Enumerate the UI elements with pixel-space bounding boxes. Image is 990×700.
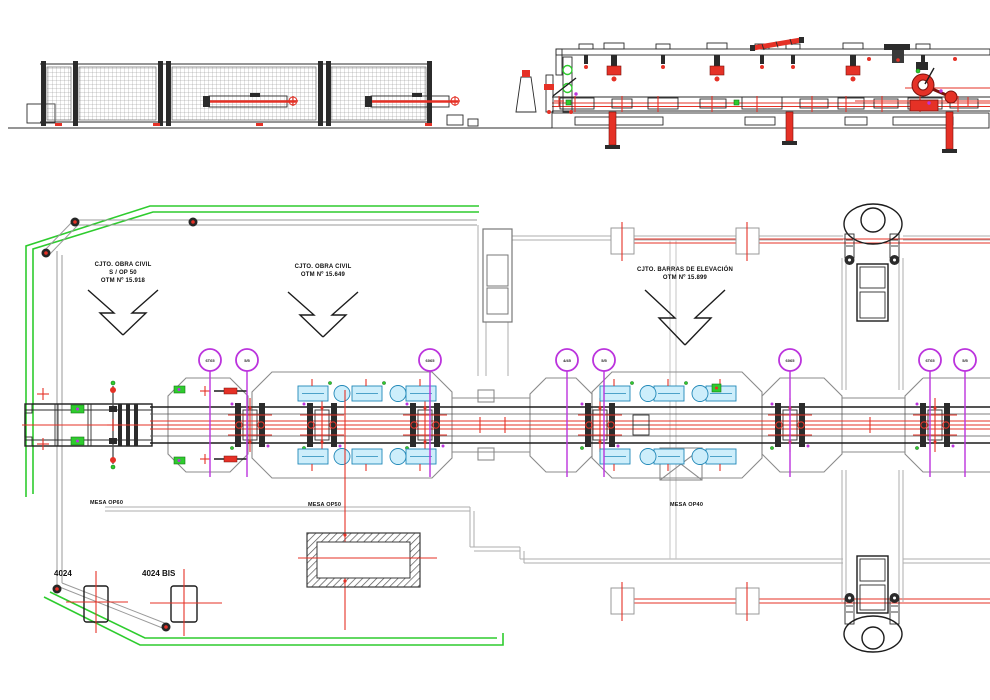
tag-label: 6T65 (925, 358, 935, 363)
tag-label: 6T65 (205, 358, 215, 363)
pedestal-elevation (515, 70, 537, 113)
callout-line: CJTO. OBRA CIVIL (295, 264, 352, 270)
stand-label: 4024 BIS (142, 569, 176, 578)
table-outline (761, 377, 843, 473)
callout-arrow (122, 289, 159, 336)
callout-obra-civil-op50: CJTO. OBRA CIVIL S / OP 50 OTM Nº 15.918 (87, 262, 159, 336)
tag-balloon: 5/5 (592, 348, 616, 477)
callout-line: CJTO. BARRAS DE ELEVACIÓN (637, 265, 733, 273)
callout-line: OTM Nº 15.649 (301, 272, 346, 278)
callout-line: OTM Nº 15.918 (101, 278, 146, 284)
callout-line: CJTO. OBRA CIVIL (95, 262, 152, 268)
conveyor-ticks (574, 96, 959, 112)
callout-line: OTM Nº 15.899 (663, 275, 708, 281)
loader-elevation (544, 56, 578, 114)
platform (551, 112, 990, 129)
callout-arrow (684, 289, 726, 346)
foundation-pit (298, 532, 437, 588)
main-line-rails (22, 406, 990, 444)
stand-4024: 4024 (54, 569, 128, 633)
tag-balloon: 6T65 (198, 348, 222, 477)
clamp-cluster (228, 398, 272, 452)
callout-obra-civil: CJTO. OBRA CIVIL OTM Nº 15.649 (287, 264, 359, 338)
tag-label: 6065 (786, 358, 796, 363)
tag-balloon: 6065 (778, 348, 802, 477)
tag-balloon: 4/45 (555, 348, 579, 477)
tag-label: 5/5 (601, 358, 607, 363)
clamp-cluster (578, 398, 622, 452)
tag-balloon: 6065 (418, 348, 442, 477)
clamp-cluster (913, 398, 957, 452)
safety-fence-elevation (26, 61, 432, 126)
trolley (867, 44, 957, 63)
fence-posts-plan (41, 217, 198, 632)
table-outline-right (904, 377, 990, 473)
lift-bars-top (610, 222, 990, 261)
fence-posts (41, 61, 432, 126)
hanger-large (842, 42, 864, 82)
tag-balloon: 5/5 (235, 348, 259, 477)
stand-label: 4024 (54, 569, 72, 578)
tag-label: 5/5 (962, 358, 968, 363)
mesa-op40-label: MESA OP40 (670, 502, 703, 508)
table-op60-outline (167, 377, 249, 473)
callout-barras-elevacion: CJTO. BARRAS DE ELEVACIÓN OTM Nº 15.899 (637, 265, 733, 346)
floor-box (446, 114, 464, 126)
hanger-large (706, 42, 728, 82)
roller-unit-elevation-1 (203, 93, 298, 108)
plan-view: 6T65 5/5 6065 4/45 5/5 6065 (22, 203, 990, 653)
cyan-row-op40-bottom (599, 448, 737, 465)
elevation-view (8, 37, 990, 153)
tag-label: 5/5 (244, 358, 250, 363)
green-boundary (25, 205, 504, 646)
tag-balloon: 5/5 (953, 348, 977, 477)
robot-arm-elevation (855, 62, 990, 112)
bar-on-rail (750, 37, 804, 51)
cyan-clamps (297, 379, 737, 471)
hanger-large (603, 42, 625, 82)
clamp-ticks (311, 379, 721, 471)
callout-line: S / OP 50 (109, 270, 137, 276)
support-posts-elevation (605, 111, 957, 153)
cyan-row-op40-top (599, 385, 737, 402)
roller-unit-elevation-2 (365, 93, 460, 108)
vertical-conveyor-top (841, 203, 904, 390)
mesa-op50-label: MESA OP50 (308, 502, 341, 508)
clamp-cluster (403, 398, 447, 452)
floor-box-small (467, 118, 479, 127)
station-tables (167, 371, 990, 481)
callout-arrow (644, 289, 686, 346)
overhead-rail-elevation (555, 37, 990, 82)
stand-4024-bis: 4024 BIS (142, 569, 222, 636)
callout-arrow (287, 291, 324, 338)
lift-bars-bottom (610, 582, 990, 621)
callout-arrow (87, 289, 124, 336)
cyan-row-op50-top (297, 385, 437, 402)
vertical-conveyor-bottom (841, 470, 904, 653)
sensor-dot (711, 383, 722, 393)
callout-arrow (322, 291, 359, 338)
hanger-small (578, 43, 931, 69)
perimeter-fence (43, 219, 477, 630)
mesa-op60-label: MESA OP60 (90, 500, 123, 506)
equipment-tags: 6T65 5/5 6065 4/45 5/5 6065 (198, 348, 977, 477)
tag-label: 6065 (426, 358, 436, 363)
station-op60-details (173, 385, 247, 465)
clamp-cluster (300, 398, 344, 452)
tag-balloon: 6T65 (918, 348, 942, 477)
cyan-row-op50-bottom (297, 448, 437, 465)
tag-label: 4/45 (563, 358, 572, 363)
clamp-clusters (228, 398, 957, 452)
table-outline (529, 377, 593, 473)
wall-column (482, 228, 513, 323)
